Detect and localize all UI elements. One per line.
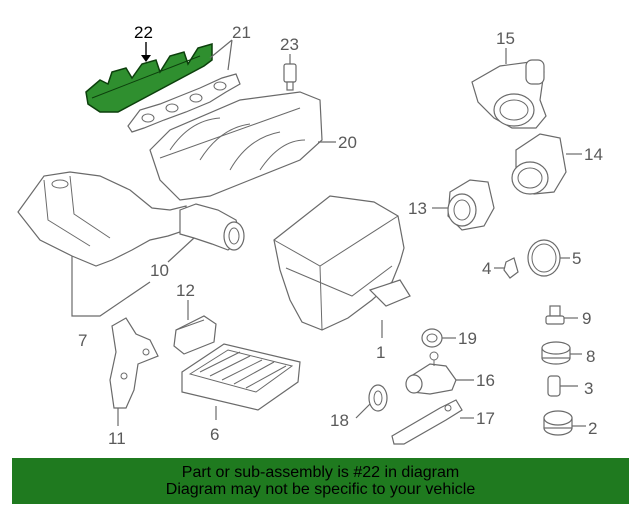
label-14: 14: [584, 145, 603, 164]
label-7: 7: [78, 331, 87, 350]
label-16: 16: [476, 371, 495, 390]
label-6: 6: [210, 425, 219, 444]
part-21-gasket[interactable]: [127, 73, 241, 133]
part-7-intake-duct[interactable]: [17, 171, 187, 267]
info-banner: Part or sub-assembly is #22 in diagram D…: [12, 458, 629, 504]
part-5-o-ring[interactable]: [527, 239, 561, 277]
label-19: 19: [458, 329, 477, 348]
label-22: 22: [134, 23, 153, 42]
part-3-bushing[interactable]: [547, 375, 561, 397]
part-23-sensor[interactable]: [283, 63, 297, 91]
part-12-bracket[interactable]: [173, 315, 217, 355]
label-3: 3: [584, 379, 593, 398]
label-2: 2: [588, 419, 597, 438]
label-18: 18: [330, 411, 349, 430]
part-9-pin[interactable]: [545, 305, 565, 325]
label-13: 13: [408, 199, 427, 218]
label-23: 23: [280, 35, 299, 54]
part-15-intake-boot[interactable]: [471, 59, 547, 129]
part-22-gasket[interactable]: [85, 43, 213, 113]
label-8: 8: [586, 347, 595, 366]
part-6-air-filter[interactable]: [181, 343, 301, 411]
label-10: 10: [150, 261, 169, 280]
info-banner-line-1: Part or sub-assembly is #22 in diagram: [181, 464, 460, 481]
label-5: 5: [572, 249, 581, 268]
part-16-valve[interactable]: [405, 351, 457, 395]
part-13-maf-sensor[interactable]: [447, 179, 495, 231]
label-4: 4: [482, 259, 491, 278]
part-14-boot[interactable]: [511, 133, 567, 195]
part-19-cap[interactable]: [421, 328, 443, 348]
leader-7: [71, 256, 151, 317]
part-10-intake-snorkel[interactable]: [179, 203, 245, 251]
part-18-seal[interactable]: [368, 384, 388, 412]
label-17: 17: [476, 409, 495, 428]
leader-22-arrow: [141, 55, 151, 62]
part-8-grommet[interactable]: [541, 341, 571, 365]
leader-10: [167, 237, 195, 263]
label-20: 20: [338, 133, 357, 152]
part-17-bracket[interactable]: [391, 399, 463, 445]
part-1-air-filter-housing[interactable]: [273, 195, 411, 331]
part-20-intake-manifold[interactable]: [149, 91, 323, 201]
part-2-grommet[interactable]: [543, 410, 573, 436]
label-1: 1: [376, 343, 385, 362]
label-9: 9: [582, 309, 591, 328]
label-15: 15: [496, 29, 515, 48]
label-11: 11: [108, 429, 126, 448]
part-11-support[interactable]: [109, 317, 159, 409]
info-banner-line-2: Diagram may not be specific to your vehi…: [165, 481, 476, 498]
leader-21: [209, 39, 233, 71]
leader-18: [355, 403, 371, 419]
label-12: 12: [176, 281, 195, 300]
parts-diagram: 22 21 23 20 15 14: [17, 23, 603, 448]
label-21: 21: [232, 23, 251, 42]
part-4-clip[interactable]: [503, 257, 519, 279]
